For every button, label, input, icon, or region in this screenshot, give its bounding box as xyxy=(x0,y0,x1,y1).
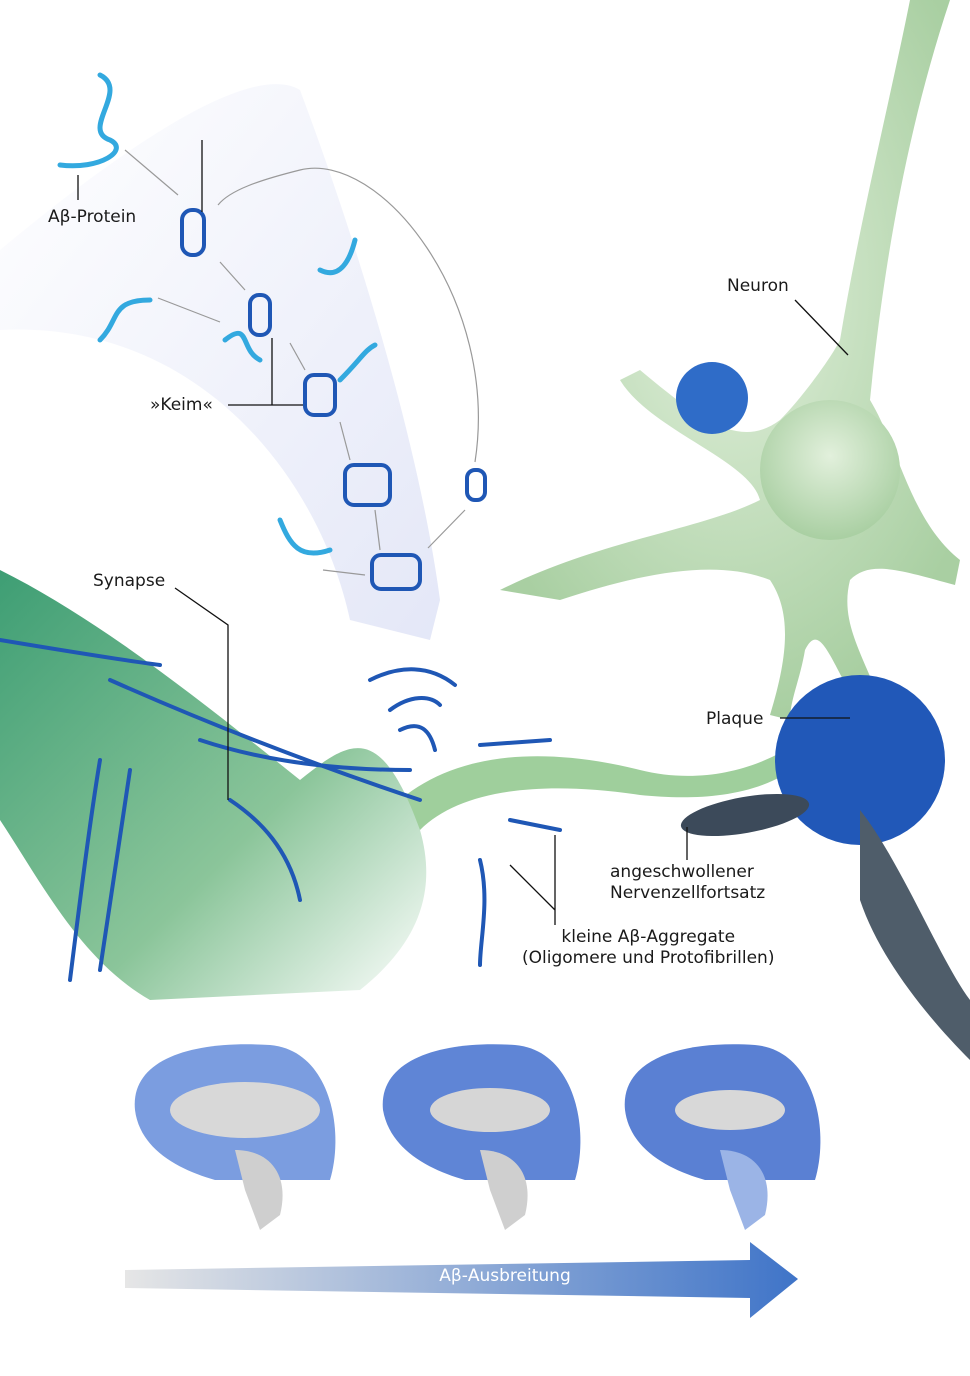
label-aggregates-line2: (Oligomere und Protofibrillen) xyxy=(522,948,775,968)
label-swollen-process: angeschwollener Nervenzellfortsatz xyxy=(610,862,765,904)
synapse-surface xyxy=(0,570,427,1000)
brain-stage-2 xyxy=(382,1044,581,1230)
label-swollen-line1: angeschwollener xyxy=(610,862,754,882)
process-arrows xyxy=(124,149,479,576)
seeds xyxy=(180,208,487,591)
label-synapse: Synapse xyxy=(93,571,166,591)
label-keim: »Keim« xyxy=(150,395,213,415)
label-spread: Aβ-Ausbreitung xyxy=(439,1266,571,1286)
aggregation-arrow xyxy=(0,84,440,640)
axon xyxy=(380,740,805,830)
label-plaque: Plaque xyxy=(706,709,764,729)
brain-stage-3 xyxy=(624,1044,821,1230)
ab-protein-strands xyxy=(57,72,378,556)
leader-lines xyxy=(77,140,850,925)
label-aggregates: kleine Aβ-Aggregate (Oligomere und Proto… xyxy=(522,927,774,969)
fibrils xyxy=(0,638,562,982)
brain-stage-1 xyxy=(134,1044,336,1230)
label-swollen-line2: Nervenzellfortsatz xyxy=(610,883,766,903)
label-aggregates-line1: kleine Aβ-Aggregate xyxy=(561,927,736,947)
neuron xyxy=(500,0,960,720)
spread-arrow xyxy=(125,1242,798,1318)
label-neuron: Neuron xyxy=(727,276,789,296)
label-ab-protein: Aβ-Protein xyxy=(48,207,137,227)
swollen-process-2 xyxy=(860,810,970,1060)
swollen-process xyxy=(680,793,810,837)
small-plaque xyxy=(676,362,748,434)
